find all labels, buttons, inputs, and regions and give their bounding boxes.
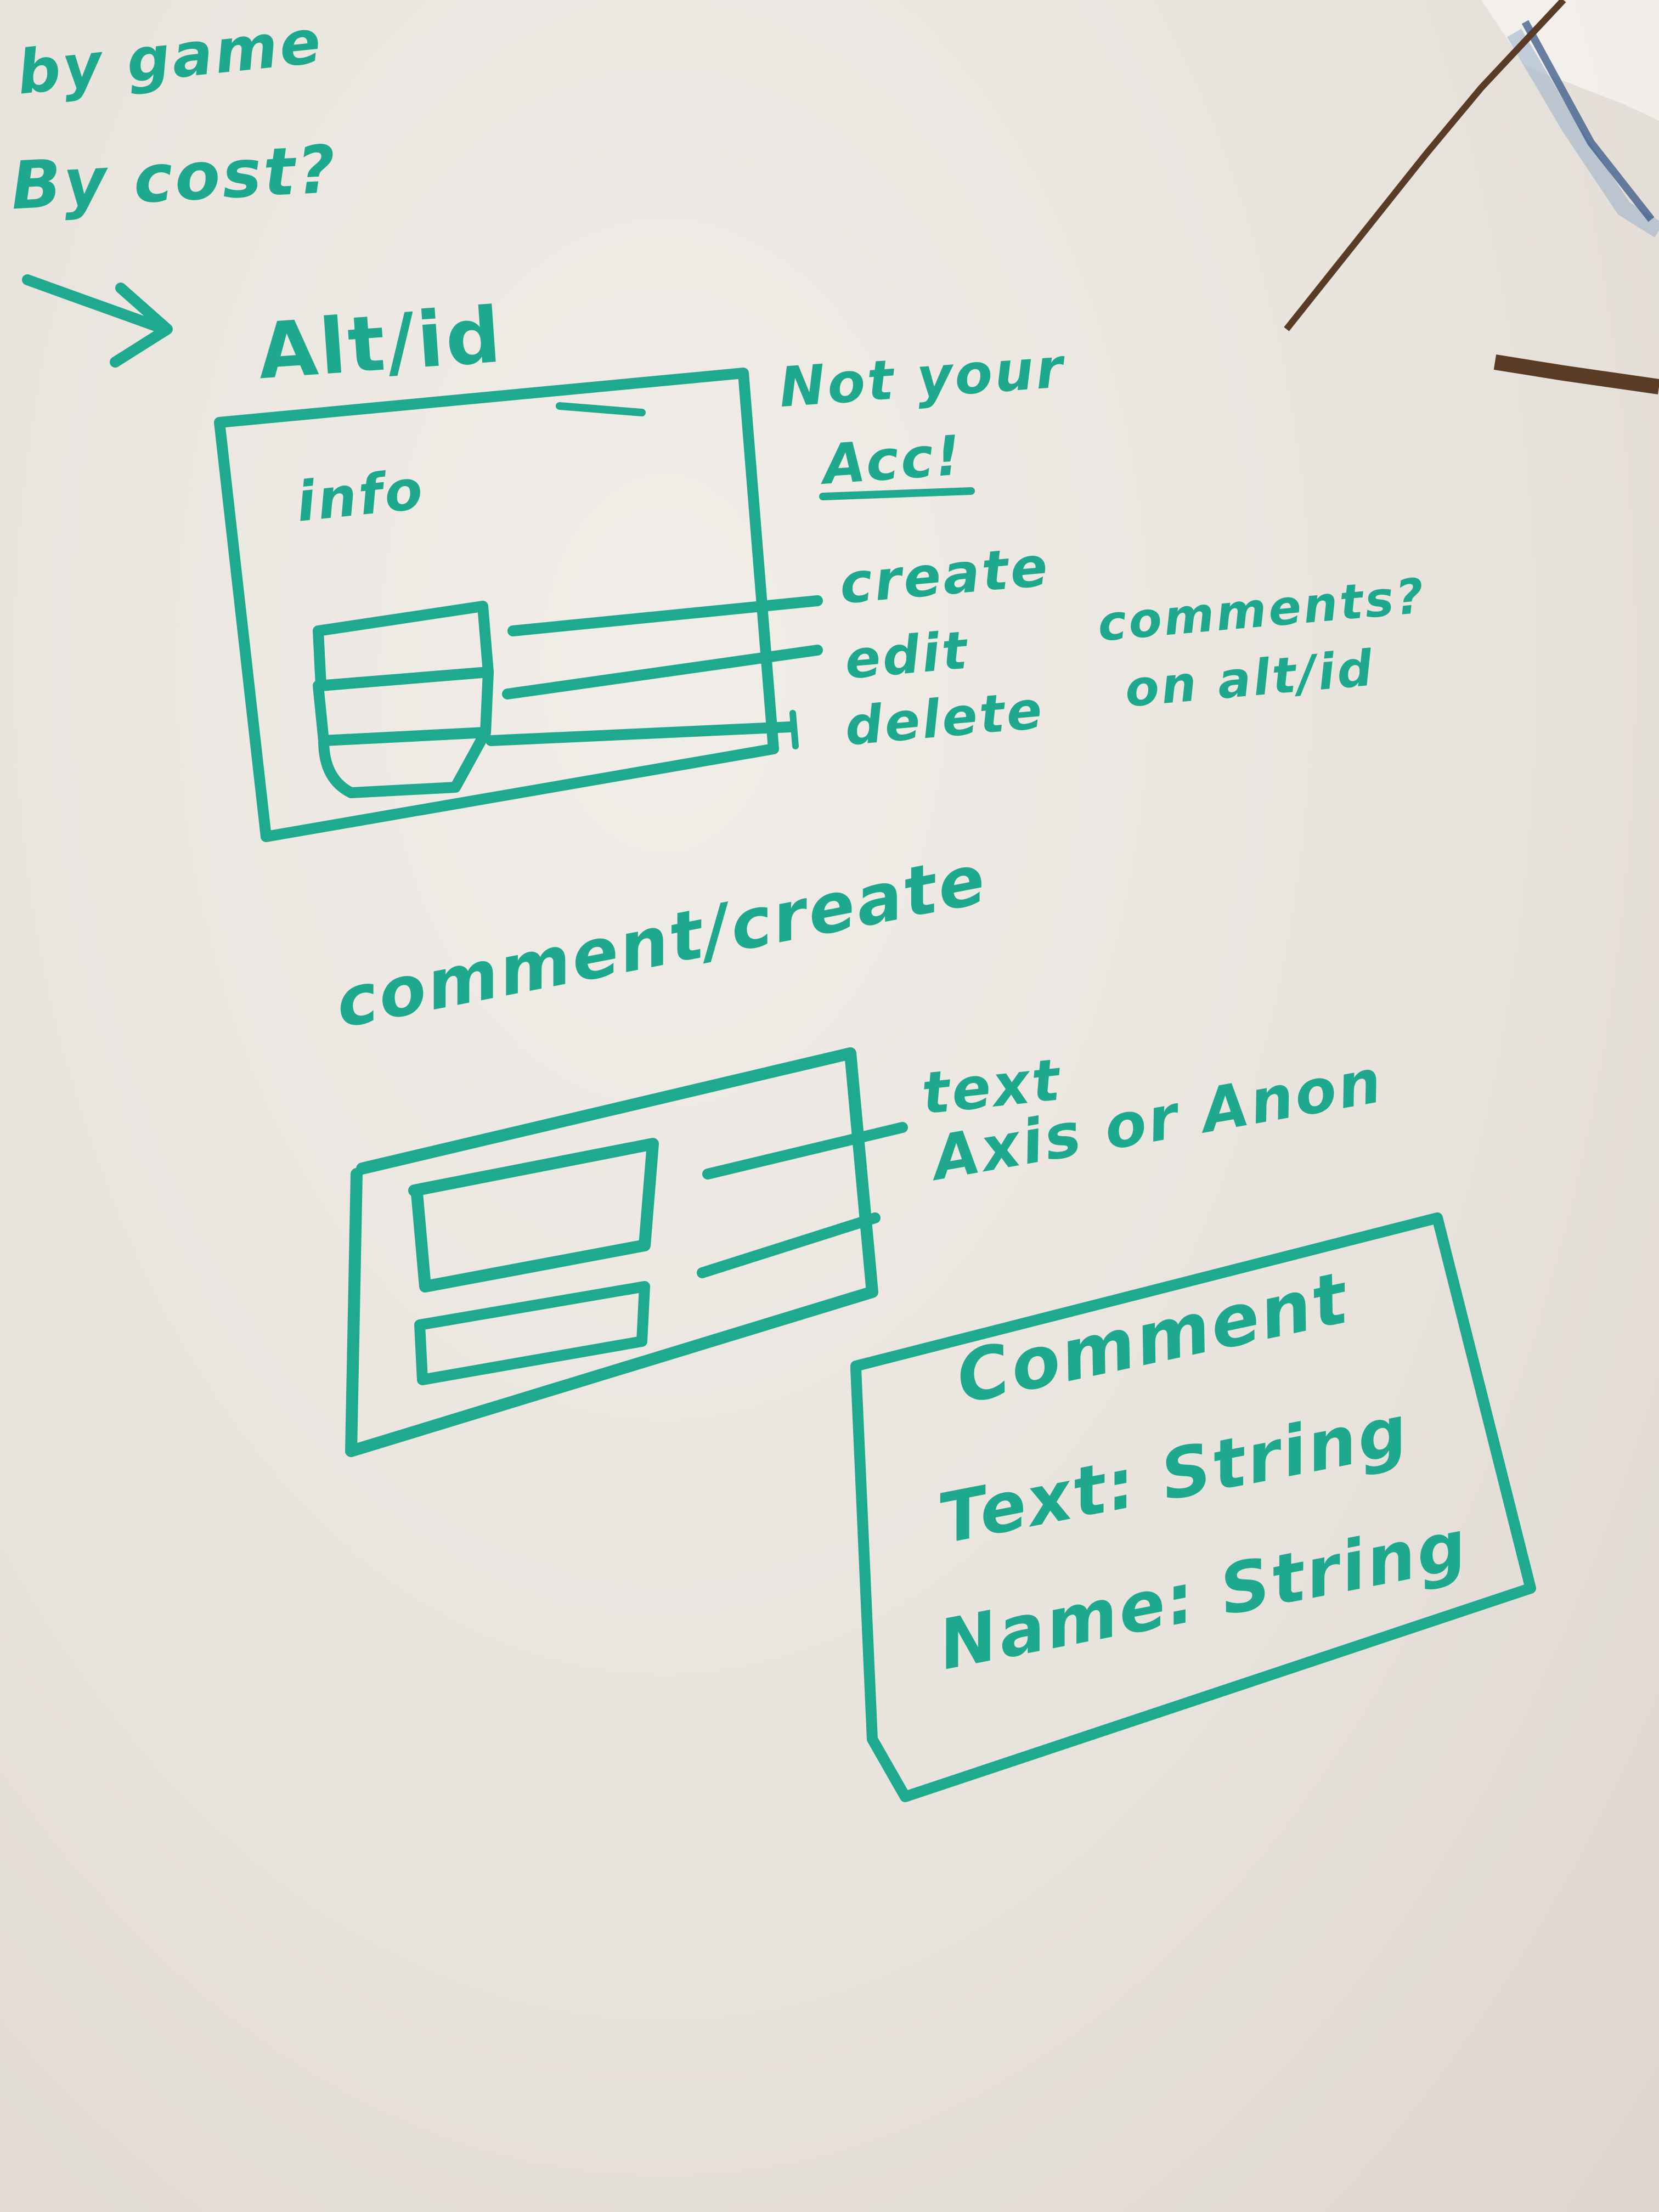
warning-acc: Acc! [821,423,965,497]
eyeglasses-object [1284,0,1659,394]
arrow-icon [22,274,173,368]
info-label: info [293,457,428,534]
comment-create-screen-frame [345,1047,908,1457]
action-edit: edit [842,620,972,691]
comment-model-box [850,1212,1536,1802]
alt-id-title: Alt/id [255,290,506,397]
alt-id-screen-frame [214,368,975,842]
